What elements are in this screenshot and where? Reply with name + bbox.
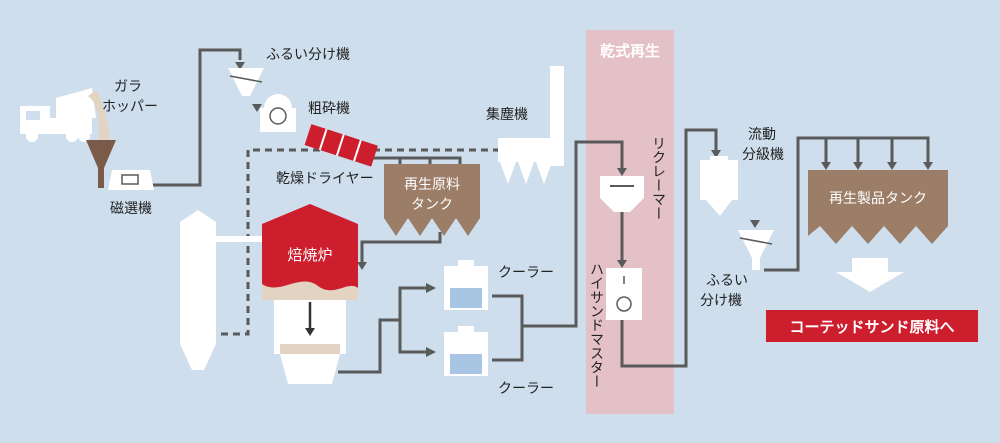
gara-hopper-icon [86,140,116,188]
cooler-top-label: クーラー [498,265,554,281]
dry-regeneration-label: 乾式再生 [599,42,660,60]
recycled-material-tank-label-line2: タンク [411,197,453,213]
cooler-bottom-label: クーラー [498,381,554,397]
high-sand-master-icon [606,268,642,320]
dust-collector-icon [498,66,564,184]
dump-truck-icon [20,88,96,142]
sieve-right-label-line2: 分け機 [700,293,742,309]
sieve-right-icon [738,230,774,270]
gara-hopper-label-line2: ホッパー [102,99,158,115]
cooler-bottom-icon [444,326,488,376]
product-tank-label: 再生製品タンク [829,191,927,207]
sieve-top-label: ふるい分け機 [266,47,350,63]
fluid-classifier-icon [700,156,738,216]
crusher-label: 粗砕機 [308,101,350,117]
cyclone-column-icon [180,210,272,370]
falling-sand [88,90,110,140]
gara-hopper-label-line1: ガラ [114,79,142,95]
high-sand-master-label: ハイサンドマスター [588,262,604,388]
sieve-right-label-line1: ふるい [706,273,748,289]
recycled-material-tank-icon [384,164,480,236]
outlet-arrow-icon [836,258,904,292]
sieve-top-icon [228,68,264,96]
reclaimer-icon [600,176,644,212]
reclaimer-label: リクレーマー [650,136,666,220]
fluid-classifier-label-line2: 分級機 [742,147,784,163]
product-tank-icon [808,170,948,244]
cooler-top-icon [444,260,488,310]
dryer-icon [304,124,378,167]
roasting-furnace-label: 焙焼炉 [287,246,333,264]
fluid-classifier-label-line1: 流動 [748,127,776,143]
magnetic-separator-label: 磁選機 [110,201,152,217]
dust-collector-label: 集塵機 [486,107,528,123]
dry-regeneration-band [586,30,674,414]
magnetic-separator-icon [108,170,154,190]
dryer-label: 乾燥ドライヤー [276,171,374,187]
crusher-icon [260,94,296,132]
flow-pipes [152,48,930,374]
roasting-furnace-icon [262,204,358,384]
recycled-material-tank-label-line1: 再生原料 [404,177,460,193]
coated-sand-material-button[interactable]: コーテッドサンド原料へ [766,310,978,342]
